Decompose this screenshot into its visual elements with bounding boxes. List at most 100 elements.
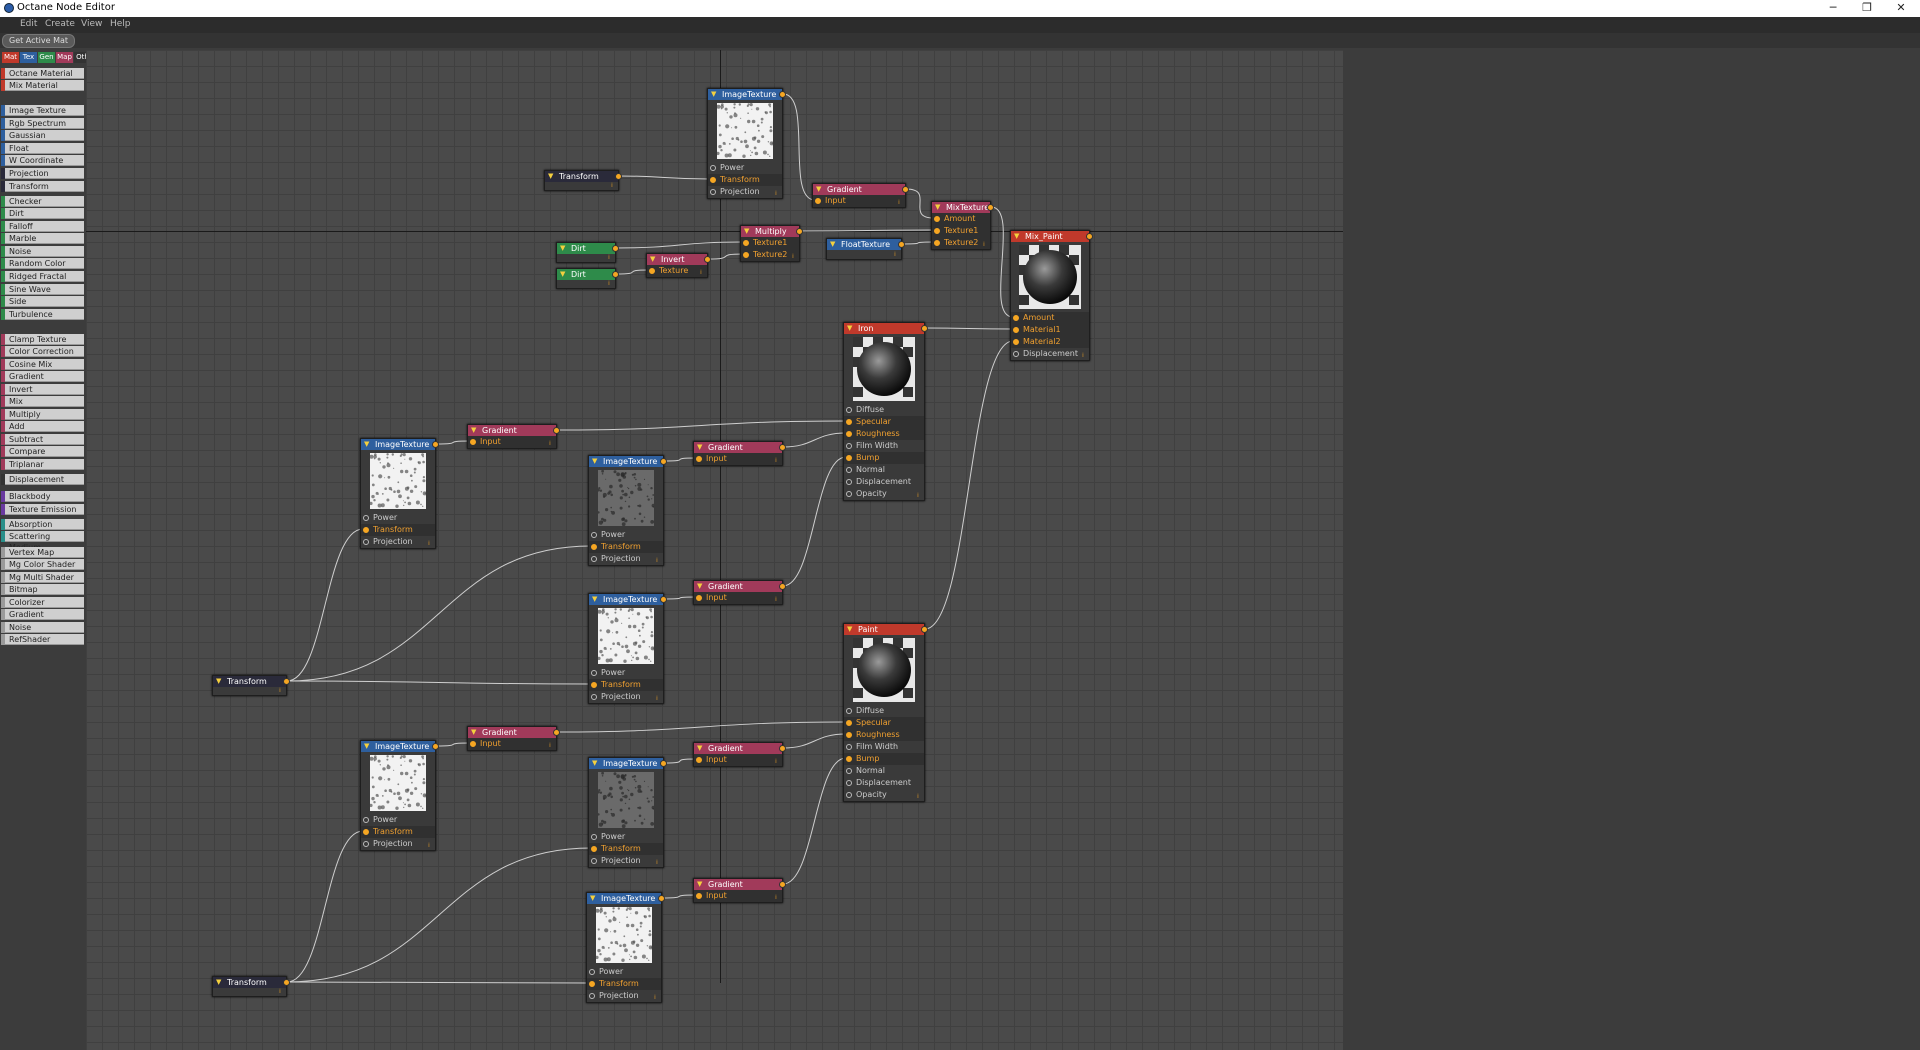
port-socket[interactable] — [696, 893, 702, 899]
palette-item-w-coordinate[interactable]: W Coordinate — [1, 155, 84, 166]
get-active-mat-button[interactable]: Get Active Mat — [2, 34, 76, 48]
collapse-arrow-icon[interactable]: ▼ — [650, 255, 656, 263]
resize-grip-icon[interactable]: ⁞ — [898, 199, 900, 206]
palette-item-side[interactable]: Side — [1, 296, 84, 307]
port-socket[interactable] — [470, 439, 476, 445]
palette-item-mg-color-shader[interactable]: Mg Color Shader — [1, 559, 84, 570]
port-socket[interactable] — [846, 455, 852, 461]
node-header[interactable]: ▼Gradient — [468, 425, 560, 436]
node-header[interactable]: ▼ImageTexture — [589, 456, 667, 467]
minimize-button[interactable]: ─ — [1829, 1, 1837, 14]
input-port-texture1[interactable]: Texture1 — [741, 237, 799, 249]
port-socket[interactable] — [696, 595, 702, 601]
node-header[interactable]: ▼Gradient — [694, 879, 786, 890]
menu-edit[interactable]: Edit — [20, 19, 38, 29]
palette-item-multiply[interactable]: Multiply — [1, 409, 84, 420]
input-port-transform[interactable]: Transform — [708, 174, 782, 186]
port-socket[interactable] — [696, 757, 702, 763]
port-socket[interactable] — [591, 682, 597, 688]
input-port-film-width[interactable]: Film Width — [844, 440, 924, 452]
palette-item-noise[interactable]: Noise — [1, 246, 84, 257]
input-port-bump[interactable]: Bump — [844, 452, 924, 464]
resize-grip-icon[interactable]: ⁞ — [608, 280, 610, 287]
input-port-normal[interactable]: Normal — [844, 765, 924, 777]
menu-view[interactable]: View — [81, 19, 103, 29]
port-socket[interactable] — [363, 539, 369, 545]
input-port-power[interactable]: Power — [589, 529, 663, 541]
palette-item-texture-emission[interactable]: Texture Emission — [1, 504, 84, 515]
resize-grip-icon[interactable]: ⁞ — [549, 440, 551, 447]
input-port-bump[interactable]: Bump — [844, 753, 924, 765]
collapse-arrow-icon[interactable]: ▼ — [471, 426, 477, 434]
port-socket[interactable] — [710, 189, 716, 195]
category-tab-map[interactable]: Map — [56, 52, 73, 63]
category-tab-oth[interactable]: Oth — [74, 52, 91, 63]
output-port[interactable] — [704, 256, 711, 263]
palette-item-transform[interactable]: Transform — [1, 181, 84, 192]
category-tab-tex[interactable]: Tex — [20, 52, 37, 63]
palette-item-clamp-texture[interactable]: Clamp Texture — [1, 334, 84, 345]
port-socket[interactable] — [934, 216, 940, 222]
input-port-transform[interactable]: Transform — [589, 541, 663, 553]
port-socket[interactable] — [846, 467, 852, 473]
palette-item-marble[interactable]: Marble — [1, 233, 84, 244]
node-header[interactable]: ▼MixTexture — [932, 202, 994, 213]
palette-item-float[interactable]: Float — [1, 143, 84, 154]
resize-grip-icon[interactable]: ⁞ — [1082, 352, 1084, 359]
palette-item-cosine-mix[interactable]: Cosine Mix — [1, 359, 84, 370]
node-header[interactable]: ▼Invert — [647, 254, 711, 265]
port-socket[interactable] — [649, 268, 655, 274]
node-tr-a[interactable]: ▼Transform⁞ — [212, 675, 290, 696]
palette-item-ridged-fractal[interactable]: Ridged Fractal — [1, 271, 84, 282]
port-socket[interactable] — [1013, 315, 1019, 321]
port-socket[interactable] — [591, 834, 597, 840]
palette-item-sine-wave[interactable]: Sine Wave — [1, 284, 84, 295]
input-port-projection[interactable]: Projection — [708, 186, 782, 198]
input-port-input[interactable]: Input — [468, 436, 556, 448]
port-socket[interactable] — [846, 768, 852, 774]
input-port-texture[interactable]: Texture — [647, 265, 707, 277]
port-socket[interactable] — [846, 407, 852, 413]
collapse-arrow-icon[interactable]: ▼ — [592, 595, 598, 603]
port-socket[interactable] — [363, 515, 369, 521]
resize-grip-icon[interactable]: ⁞ — [775, 758, 777, 765]
input-port-power[interactable]: Power — [589, 667, 663, 679]
collapse-arrow-icon[interactable]: ▼ — [548, 172, 554, 180]
output-port[interactable] — [615, 173, 622, 180]
node-header[interactable]: ▼ImageTexture — [587, 893, 665, 904]
palette-item-colorizer[interactable]: Colorizer — [1, 597, 84, 608]
node-tr-b[interactable]: ▼Transform⁞ — [212, 976, 290, 997]
port-socket[interactable] — [591, 858, 597, 864]
input-port-normal[interactable]: Normal — [844, 464, 924, 476]
resize-grip-icon[interactable]: ⁞ — [428, 842, 430, 849]
palette-item-displacement[interactable]: Displacement — [1, 474, 84, 485]
node-tr-top[interactable]: ▼Transform⁞ — [544, 170, 622, 191]
port-socket[interactable] — [934, 240, 940, 246]
port-socket[interactable] — [710, 165, 716, 171]
collapse-arrow-icon[interactable]: ▼ — [744, 227, 750, 235]
input-port-opacity[interactable]: Opacity — [844, 488, 924, 500]
port-socket[interactable] — [934, 228, 940, 234]
resize-grip-icon[interactable]: ⁞ — [656, 695, 658, 702]
collapse-arrow-icon[interactable]: ▼ — [697, 744, 703, 752]
output-port[interactable] — [432, 743, 439, 750]
port-socket[interactable] — [589, 981, 595, 987]
input-port-projection[interactable]: Projection — [361, 838, 435, 850]
node-dirt2[interactable]: ▼Dirt⁞ — [556, 268, 619, 289]
category-tab-mat[interactable]: Mat — [2, 52, 19, 63]
output-port[interactable] — [283, 979, 290, 986]
collapse-arrow-icon[interactable]: ▼ — [697, 443, 703, 451]
input-port-displacement[interactable]: Displacement — [844, 476, 924, 488]
input-port-input[interactable]: Input — [468, 738, 556, 750]
port-socket[interactable] — [591, 670, 597, 676]
output-port[interactable] — [921, 626, 928, 633]
